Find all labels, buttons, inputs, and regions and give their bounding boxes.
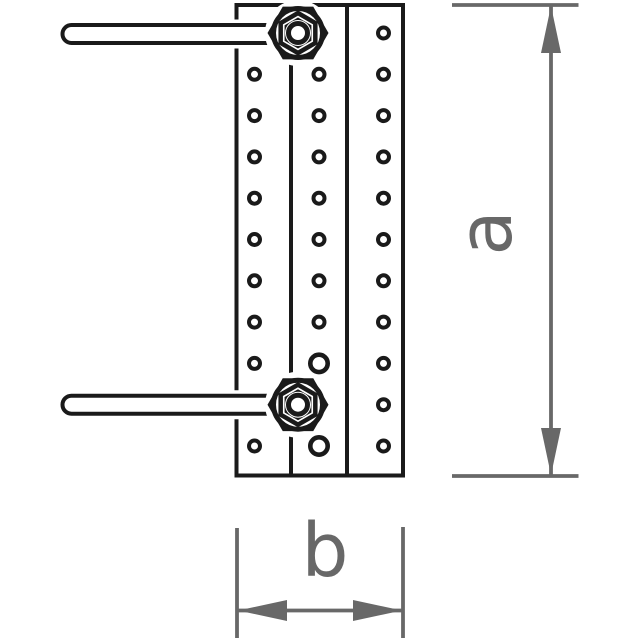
dimension-b: b xyxy=(235,508,405,638)
bolt-shaft-ring xyxy=(286,21,310,45)
hex-nut-bottom xyxy=(265,371,331,438)
hole xyxy=(247,108,262,124)
hole xyxy=(247,190,262,206)
hole xyxy=(311,149,327,165)
hole xyxy=(311,190,327,206)
arrowhead-left-icon xyxy=(238,600,287,621)
hole xyxy=(376,232,391,247)
hole xyxy=(247,66,262,82)
arrowhead-down-icon xyxy=(541,428,561,475)
dimension-b-label: b xyxy=(302,508,349,594)
hole xyxy=(376,273,391,289)
hole xyxy=(376,438,391,454)
bolt-hole-large xyxy=(307,434,330,457)
u-bolt-bottom-arm xyxy=(60,393,302,416)
plate-outline xyxy=(234,3,405,478)
hole xyxy=(376,397,391,413)
hole xyxy=(247,355,262,371)
hole xyxy=(247,314,262,330)
hole xyxy=(311,108,327,124)
u-bolt-top xyxy=(57,19,305,49)
hole xyxy=(376,149,391,165)
arrowhead-up-icon xyxy=(541,6,561,53)
hole xyxy=(311,273,327,289)
hole xyxy=(311,66,327,82)
hole xyxy=(311,232,327,247)
u-bolt-top-arm xyxy=(60,23,302,45)
dimension-a-label: a xyxy=(443,210,529,255)
bolt-hole-large xyxy=(307,352,330,375)
hole xyxy=(376,190,391,206)
hole-grid xyxy=(247,25,391,457)
hole xyxy=(376,108,391,124)
hole xyxy=(376,314,391,330)
hole xyxy=(376,355,391,371)
bolt-shaft-ring xyxy=(286,392,310,417)
u-bolt-bottom xyxy=(57,390,305,420)
hole xyxy=(247,438,262,454)
hole xyxy=(311,314,327,330)
hole xyxy=(247,149,262,165)
hole xyxy=(247,273,262,289)
hole xyxy=(376,66,391,82)
arrowhead-right-icon xyxy=(353,600,402,621)
hex-nut-top xyxy=(265,0,331,66)
dimension-a: a xyxy=(443,3,579,478)
hole xyxy=(376,25,391,41)
hole xyxy=(247,232,262,247)
